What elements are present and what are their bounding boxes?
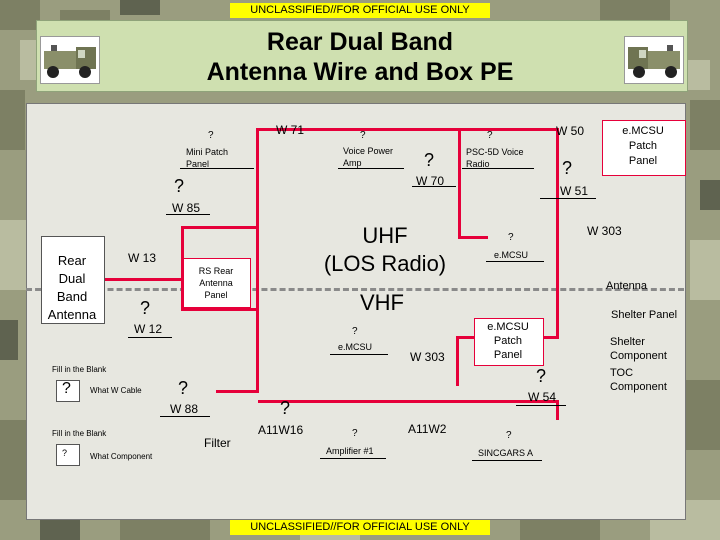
amplifier-label: Amplifier #1 <box>326 446 374 456</box>
legend-shelter-panel: Shelter Panel <box>611 309 678 321</box>
antenna-box <box>41 236 105 324</box>
w70-underline <box>412 186 456 187</box>
w303a-label: W 303 <box>587 224 622 238</box>
wire-uhf-right <box>458 128 461 238</box>
w85-label: W 85 <box>172 201 201 215</box>
wire-w303-top <box>458 236 488 239</box>
w70-q: ? <box>424 150 435 170</box>
fill-in-cable-title: Fill in the Blank <box>52 365 107 374</box>
w12-q: ? <box>140 298 151 318</box>
wire-main-trunk <box>256 145 259 393</box>
humvee-shelter-icon <box>40 36 100 84</box>
w71-label: W 71 <box>276 123 305 137</box>
wire-a11w2 <box>258 400 558 403</box>
sincgars-label: SINCGARS A <box>478 448 534 458</box>
emcsu-top-q: ? <box>508 232 514 243</box>
voice-power-q: ? <box>360 130 366 141</box>
w85-q: ? <box>174 176 185 196</box>
w70-label: W 70 <box>416 174 445 188</box>
vhf-label: VHF <box>360 290 404 315</box>
mini-patch-q: ? <box>208 130 214 141</box>
sincgars-q: ? <box>506 430 512 441</box>
rs-rear-antenna-panel <box>183 258 251 308</box>
rs-panel-label: RS Rear Antenna Panel <box>198 266 234 300</box>
w51-q: ? <box>562 158 573 178</box>
wire-w13 <box>181 226 258 229</box>
w88-underline <box>160 416 210 417</box>
w54-underline <box>516 405 566 406</box>
w54-label: W 54 <box>528 390 557 404</box>
emcsu-mid-underline <box>330 354 388 355</box>
filter-label: Filter <box>204 436 231 450</box>
voice-power-underline <box>338 168 404 169</box>
shelter-boundary-line <box>26 288 684 291</box>
w51-label: W 51 <box>560 184 589 198</box>
w50-label: W 50 <box>556 124 585 138</box>
classification-banner-top: UNCLASSIFIED//FOR OFFICIAL USE ONLY <box>230 3 490 18</box>
wire-w12 <box>181 308 258 311</box>
title-box <box>36 20 688 92</box>
fill-in-cable-box <box>56 380 80 402</box>
emcsu-mid-q: ? <box>352 326 358 337</box>
fill-in-component-q: ? <box>62 448 68 458</box>
w51-underline <box>540 198 596 199</box>
wire-emcsu-mid-drop <box>456 336 459 386</box>
fill-in-component-title: Fill in the Blank <box>52 429 107 438</box>
wire-rs-to-trunk <box>181 226 184 310</box>
sincgars-underline <box>472 460 542 461</box>
fill-in-cable-q: ? <box>62 380 71 397</box>
page-title-line1: Rear Dual Band <box>266 28 454 56</box>
wire-right-vertical <box>556 128 559 338</box>
legend-shelter-component: Shelter Component <box>610 336 667 362</box>
psc5d-underline <box>462 168 534 169</box>
a11w16-q: ? <box>280 398 291 418</box>
emcsu-patch-panel-mid <box>474 318 544 366</box>
voice-power-label: Voice Power Amp <box>343 146 394 168</box>
emcsu-top-underline <box>486 261 544 262</box>
diagram-panel <box>26 103 686 520</box>
w12-underline <box>128 337 172 338</box>
amplifier-q: ? <box>352 428 358 439</box>
psc5d-q: ? <box>487 130 493 141</box>
wire-antenna-to-rs <box>103 278 183 281</box>
w303b-label: W 303 <box>410 350 445 364</box>
fill-in-cable-label: What W Cable <box>90 386 142 395</box>
w85-underline <box>166 214 210 215</box>
amplifier-underline <box>320 458 386 459</box>
humvee-shelter-icon <box>624 36 684 84</box>
wire-filter-drop <box>216 390 258 393</box>
mini-patch-underline <box>180 168 254 169</box>
w54-q: ? <box>536 366 547 386</box>
mini-patch-label: Mini Patch Panel <box>186 147 229 169</box>
a11w16-label: A11W16 <box>258 423 304 437</box>
antenna-label: Rear Dual Band Antenna <box>47 253 97 322</box>
emcsu-top-label: e.MCSU <box>494 250 529 260</box>
emcsu-patch-mid-label: e.MCSU Patch Panel <box>487 321 529 361</box>
w12-label: W 12 <box>134 322 163 336</box>
classification-banner-bottom: UNCLASSIFIED//FOR OFFICIAL USE ONLY <box>230 520 490 535</box>
wire-sincgars-drop <box>556 400 559 420</box>
psc5d-label: PSC-5D Voice Radio <box>466 147 524 169</box>
emcsu-patch-panel-top <box>602 120 686 176</box>
w13-label: W 13 <box>128 251 157 265</box>
a11w2-label: A11W2 <box>408 422 447 436</box>
w88-label: W 88 <box>170 402 199 416</box>
wire-mini-patch-drop <box>256 128 259 148</box>
emcsu-patch-top-label: e.MCSU Patch Panel <box>622 125 664 167</box>
page-title-line2: Antenna Wire and Box PE <box>206 58 514 86</box>
fill-in-component-box <box>56 444 80 466</box>
legend-toc-component: TOC Component <box>610 367 667 393</box>
fill-in-component-label: What Component <box>90 452 153 461</box>
w88-q: ? <box>178 378 189 398</box>
legend-antenna: Antenna <box>606 280 647 292</box>
wire-top-horizontal <box>256 128 556 131</box>
emcsu-mid-label: e.MCSU <box>338 342 373 352</box>
uhf-label: UHF (LOS Radio) <box>323 223 447 276</box>
